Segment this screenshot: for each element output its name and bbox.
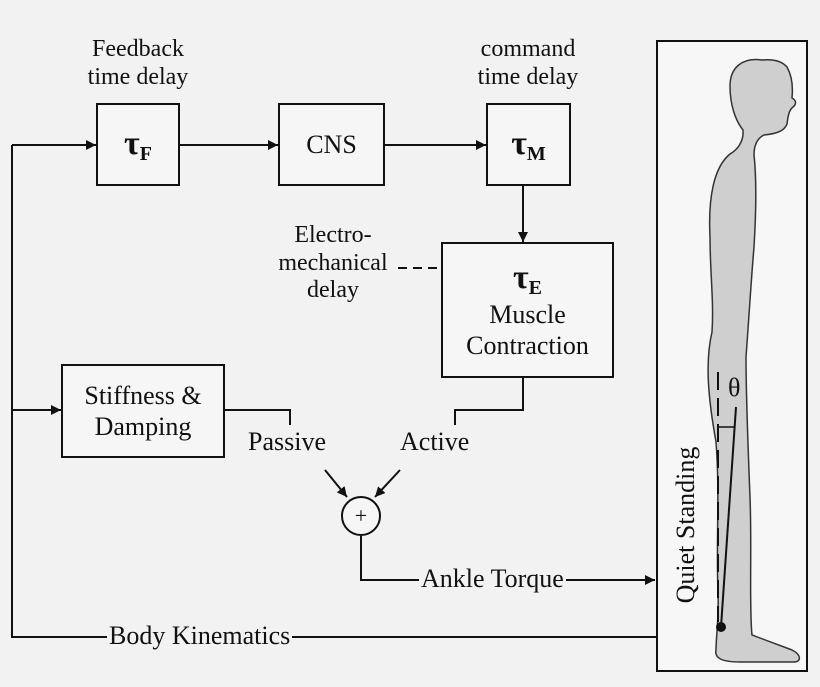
tau-m-symbol: τ <box>511 124 527 162</box>
tau-e-subscript: E <box>528 276 542 299</box>
body-sway-line <box>720 406 737 628</box>
command-delay-line2: time delay <box>477 63 579 90</box>
ankle-torque-label: Ankle Torque <box>419 564 566 594</box>
passive-line <box>225 409 291 425</box>
contraction-label: Contraction <box>466 331 589 360</box>
passive-arrow <box>324 469 348 498</box>
active-label: Active <box>398 427 472 457</box>
standing-human-figure <box>707 58 801 663</box>
stiffness-label: Stiffness & <box>84 380 202 410</box>
command-delay-line1: command <box>480 36 576 62</box>
body-kinematics-label: Body Kinematics <box>107 621 293 651</box>
passive-label: Passive <box>246 427 328 457</box>
electromechanical-delay-label: Electro- mechanical delay <box>268 222 398 305</box>
summing-junction: + <box>341 496 381 536</box>
command-delay-label: command time delay <box>466 36 590 91</box>
quiet-standing-panel <box>656 40 808 672</box>
tau-m-subscript: M <box>526 142 546 165</box>
electro-line1: Electro- <box>294 222 372 248</box>
tau-e-symbol: τ <box>512 258 529 296</box>
muscle-contraction-block: τE Muscle Contraction <box>441 242 614 378</box>
feedback-delay-line1: Feedback <box>92 36 184 62</box>
damping-label: Damping <box>94 412 192 441</box>
body-kinematics-line <box>11 145 657 638</box>
tau-f-block: τF <box>96 103 180 186</box>
tau-m-block: τM <box>486 103 571 186</box>
ankle-joint-dot <box>716 622 726 632</box>
active-line <box>454 378 524 425</box>
feedback-delay-line2: time delay <box>87 63 189 90</box>
feedback-delay-label: Feedback time delay <box>78 36 198 91</box>
tau-f-subscript: F <box>139 142 152 165</box>
sum-symbol: + <box>354 503 368 528</box>
theta-label: θ <box>728 373 741 402</box>
quiet-standing-label: Quiet Standing <box>671 446 700 604</box>
muscle-label: Muscle <box>489 299 566 329</box>
tau-f-symbol: τ <box>124 124 140 162</box>
active-arrow <box>374 469 401 498</box>
cns-block: CNS <box>278 103 385 186</box>
electro-line2: mechanical <box>278 249 388 276</box>
electro-line3: delay <box>307 277 359 304</box>
cns-label: CNS <box>306 129 357 159</box>
stiffness-damping-block: Stiffness & Damping <box>61 364 225 458</box>
human-silhouette <box>707 58 801 663</box>
